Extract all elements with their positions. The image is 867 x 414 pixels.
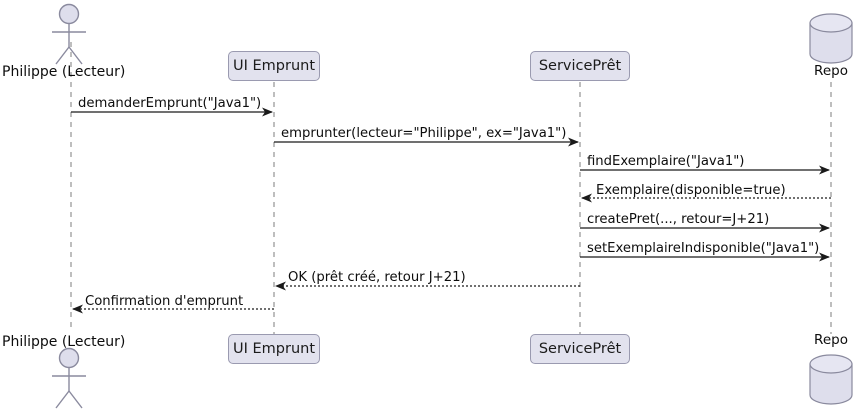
message-label-2: emprunter(lecteur="Philippe", ex="Java1"… xyxy=(281,126,567,141)
database-label-bottom: Repo xyxy=(814,332,848,348)
participant-serviceprêt-top[interactable]: ServicePrêt xyxy=(530,51,630,81)
stick-figure-icon xyxy=(52,3,86,65)
participant-label: ServicePrêt xyxy=(538,340,622,357)
lifelines xyxy=(70,42,832,334)
message-label-5: createPret(..., retour=J+21) xyxy=(587,212,770,227)
participant-serviceprêt-bottom[interactable]: ServicePrêt xyxy=(530,334,630,364)
message-arrows xyxy=(71,107,831,314)
database-label-top: Repo xyxy=(814,63,848,79)
participant-label: ServicePrêt xyxy=(538,57,622,74)
message-label-7: OK (prêt créé, retour J+21) xyxy=(288,270,466,285)
participant-ui-emprunt-bottom[interactable]: UI Emprunt xyxy=(228,334,320,364)
message-label-3: findExemplaire("Java1") xyxy=(587,154,745,169)
database-cylinder-icon xyxy=(809,13,853,64)
actor-label-bottom: Philippe (Lecteur) xyxy=(2,334,126,350)
message-label-1: demanderEmprunt("Java1") xyxy=(78,96,262,111)
message-label-6: setExemplaireIndisponible("Java1") xyxy=(587,241,820,256)
actor-label-top: Philippe (Lecteur) xyxy=(2,64,126,80)
participant-label: UI Emprunt xyxy=(233,340,316,357)
message-label-4: Exemplaire(disponible=true) xyxy=(596,183,786,198)
message-label-8: Confirmation d'emprunt xyxy=(85,294,244,309)
stick-figure-icon xyxy=(52,347,86,409)
database-cylinder-icon xyxy=(809,354,853,405)
participant-label: UI Emprunt xyxy=(233,57,316,74)
participant-ui-emprunt-top[interactable]: UI Emprunt xyxy=(228,51,320,81)
